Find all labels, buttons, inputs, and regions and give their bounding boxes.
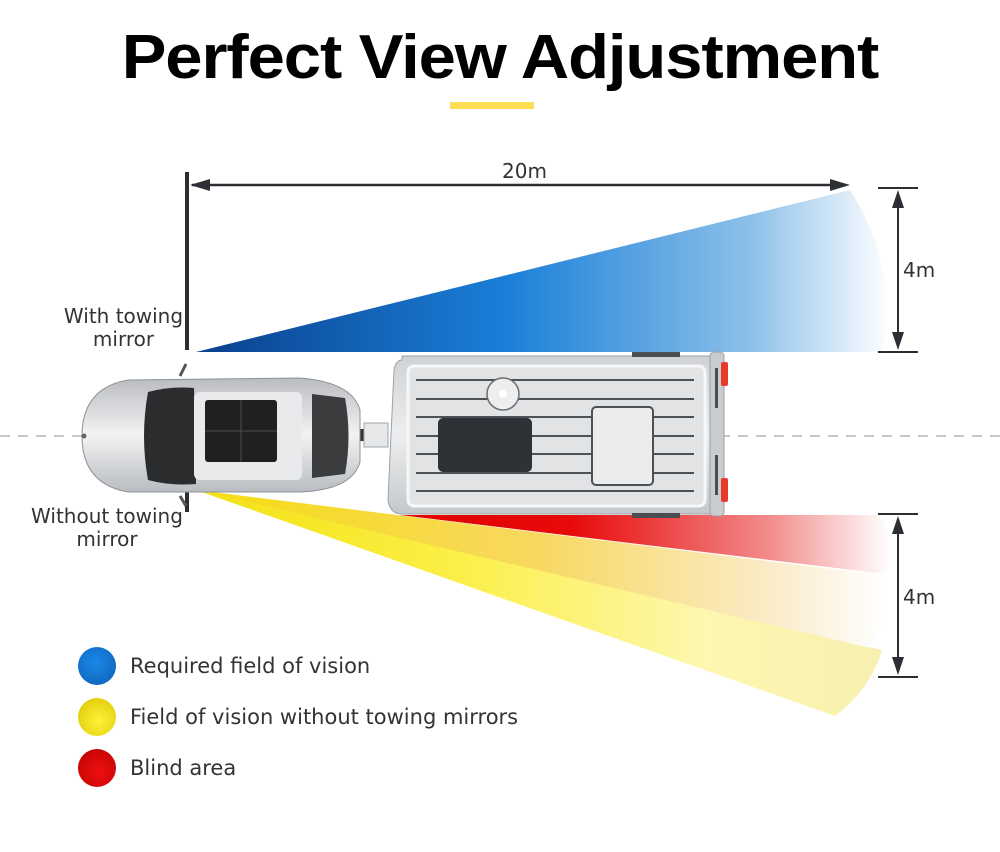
without-mirror-label-line2: mirror <box>76 527 138 551</box>
legend-label: Blind area <box>130 755 237 780</box>
length-measurement: 20m <box>502 159 547 183</box>
legend-item-required: Required field of vision <box>78 640 518 691</box>
with-mirror-label: With towing mirror <box>56 305 191 351</box>
legend-label: Required field of vision <box>130 653 371 678</box>
hitch-coupler <box>363 422 389 448</box>
tail-light-icon <box>721 362 728 386</box>
solar-panel <box>438 418 532 472</box>
required-field-beam <box>196 190 887 352</box>
arrow-right-icon <box>830 179 850 191</box>
arrow-up-icon <box>892 190 904 208</box>
without-mirror-label-line1: Without towing <box>31 504 183 528</box>
with-mirror-label-line1: With towing <box>63 304 184 328</box>
rear-window <box>312 394 349 478</box>
blue-dot-icon <box>78 646 116 685</box>
blind-area-beam <box>400 515 892 574</box>
windshield <box>144 387 196 485</box>
legend-label: Field of vision without towing mirrors <box>130 704 519 729</box>
title-underline <box>450 102 534 109</box>
legend-item-without-mirrors: Field of vision without towing mirrors <box>78 691 518 742</box>
car-icon <box>81 363 361 507</box>
without-mirror-beam <box>196 490 882 716</box>
arrow-down-icon <box>892 332 904 350</box>
yellow-dot-icon <box>78 697 116 736</box>
width-bottom-measurement: 4m <box>903 585 936 609</box>
arrow-down-icon <box>892 657 904 675</box>
without-mirror-beam-inner <box>196 490 885 648</box>
skylight-hatch <box>591 406 654 486</box>
with-mirror-label-line2: mirror <box>92 327 155 351</box>
legend-item-blind-area: Blind area <box>78 742 518 793</box>
caravan-icon <box>387 351 728 518</box>
arrow-up-icon <box>892 516 904 534</box>
tail-light-icon <box>721 478 728 502</box>
page-title: Perfect View Adjustment <box>121 23 880 92</box>
red-dot-icon <box>78 748 116 787</box>
arrow-left-icon <box>190 179 210 191</box>
width-top-measurement: 4m <box>903 258 936 282</box>
without-mirror-label: Without towing mirror <box>22 505 192 551</box>
legend: Required field of vision Field of vision… <box>78 640 518 793</box>
